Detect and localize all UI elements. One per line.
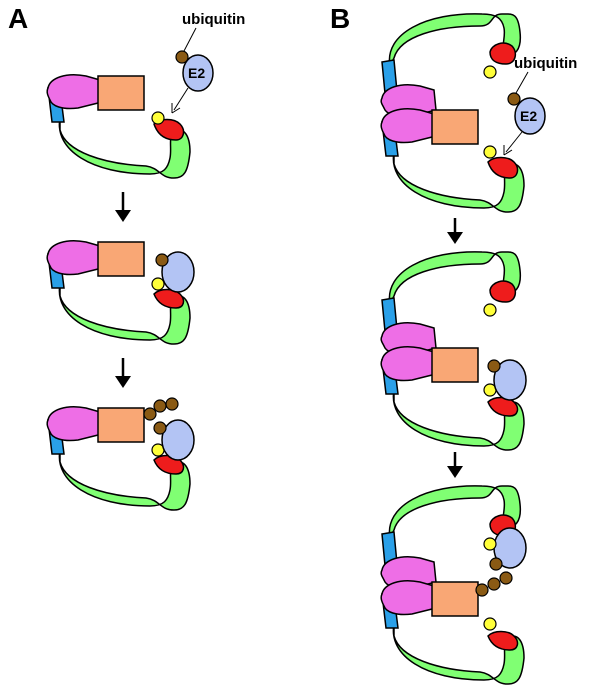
e2-label: E2 — [188, 65, 205, 81]
ubiquitin-leader — [515, 71, 529, 94]
lysine-site-lower — [483, 617, 497, 631]
cullin-arm-upper — [388, 485, 522, 541]
lysine-site-upper — [483, 65, 497, 79]
e2-ubiquitin-approaching-b: E2 ubiquitin — [503, 55, 577, 156]
ubiquitin-label: ubiquitin — [514, 55, 577, 72]
lysine-site — [151, 277, 165, 291]
e2-enzyme — [493, 359, 527, 401]
e2-enzyme — [182, 54, 214, 92]
cullin-arm — [58, 117, 191, 179]
step-arrow-a1 — [115, 192, 131, 222]
cullin-arm-lower — [392, 623, 525, 685]
ubiquitin-chain-4 — [165, 397, 179, 411]
e2-enzyme — [514, 97, 546, 135]
e2-label: E2 — [520, 108, 537, 124]
approach-arrow — [505, 131, 523, 153]
substrate-box — [97, 407, 145, 443]
substrate-box — [97, 241, 145, 277]
panel-a-step-2 — [46, 240, 195, 345]
substrate-box — [97, 75, 145, 111]
e2-enzyme — [161, 251, 195, 293]
cullin-arm-upper — [388, 251, 522, 307]
rbx-ring-upper — [489, 280, 517, 303]
approach-arrow — [173, 87, 189, 111]
ubiquitin-chain-2 — [143, 407, 157, 421]
rbx-ring — [153, 118, 185, 141]
rbx-ring-upper — [489, 42, 517, 65]
step-arrow-b2 — [447, 452, 463, 478]
ubiquitin-chain-1 — [153, 421, 167, 435]
approach-arrowhead — [171, 103, 181, 114]
e2-enzyme — [161, 419, 195, 461]
adaptor-domain-lower — [380, 346, 437, 382]
substrate-box — [431, 581, 479, 617]
ubiquitin-label: ubiquitin — [182, 11, 245, 28]
rbx-ring — [153, 288, 185, 309]
panel-b-step-2 — [380, 251, 527, 451]
substrate-box — [431, 347, 479, 383]
ubiquitin — [507, 92, 521, 106]
cullin-arm-lower — [392, 389, 525, 451]
ubiquitin — [155, 253, 169, 267]
lysine-site-upper — [483, 303, 497, 317]
cullin-arm-lower — [392, 151, 525, 213]
e2-ubiquitin-approaching: E2 ubiquitin — [171, 11, 245, 114]
ubiquitin-chain-3 — [153, 399, 167, 413]
adaptor-domain — [46, 240, 103, 276]
panel-a-step-3 — [46, 397, 195, 511]
panel-a-step-1 — [46, 74, 191, 179]
ubiquitin — [487, 359, 501, 373]
rbx-ring-lower — [487, 630, 519, 651]
ubiquitin-chain-3 — [487, 577, 501, 591]
adaptor-domain-lower — [380, 580, 437, 616]
adaptor-domain — [46, 74, 103, 110]
ubiquitin-chain-1 — [489, 557, 503, 571]
ubiquitin-chain-4 — [475, 583, 489, 597]
lysine-site-lower — [483, 145, 497, 159]
panel-letter-a: A — [8, 3, 28, 34]
panel-b-step-1 — [380, 13, 525, 213]
ubiquitin — [175, 50, 189, 64]
cullin-arm-upper — [388, 13, 522, 69]
rbx-ring-lower — [487, 156, 519, 179]
adaptor-domain — [46, 406, 103, 442]
ubiquitin-chain-2 — [499, 571, 513, 585]
panel-letter-b: B — [330, 3, 350, 34]
lysine-site — [151, 111, 165, 125]
approach-arrowhead — [503, 145, 513, 156]
substrate-box — [431, 109, 479, 145]
step-arrow-a2 — [115, 358, 131, 388]
panel-b-step-3 — [380, 485, 527, 685]
adaptor-domain-lower — [380, 108, 437, 144]
cullin-arm — [58, 283, 191, 345]
cullin-arm — [58, 449, 191, 511]
ubiquitin-leader — [183, 27, 197, 52]
lysine-site-upper — [483, 537, 497, 551]
step-arrow-b1 — [447, 218, 463, 244]
